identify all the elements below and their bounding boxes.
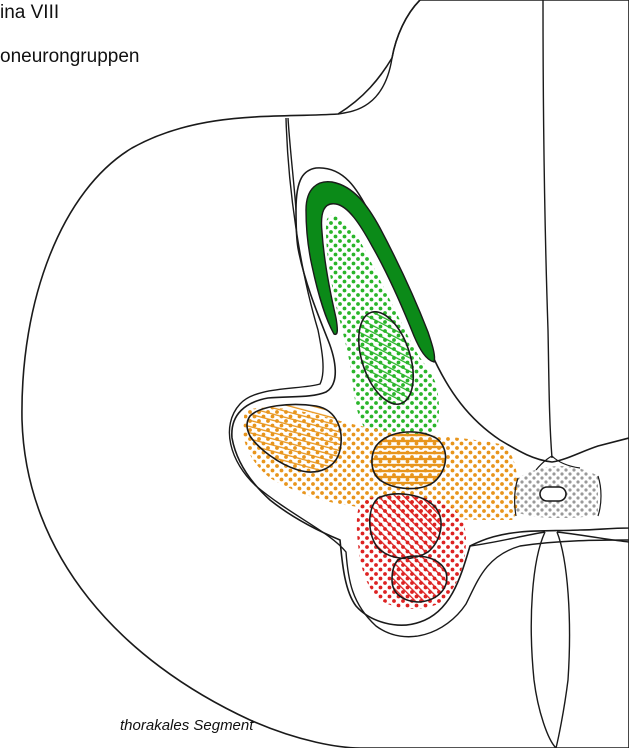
label-motoneuron-groups: oneurongruppen xyxy=(0,46,139,68)
central-canal xyxy=(540,487,566,501)
label-lamina: ina VIII xyxy=(0,2,59,24)
caption: thorakales Segment xyxy=(120,717,253,734)
orange-central-nucleus xyxy=(372,432,446,489)
white-matter-outline xyxy=(22,0,629,748)
red-upper-nucleus xyxy=(370,494,441,558)
red-lower-nucleus xyxy=(392,556,447,602)
